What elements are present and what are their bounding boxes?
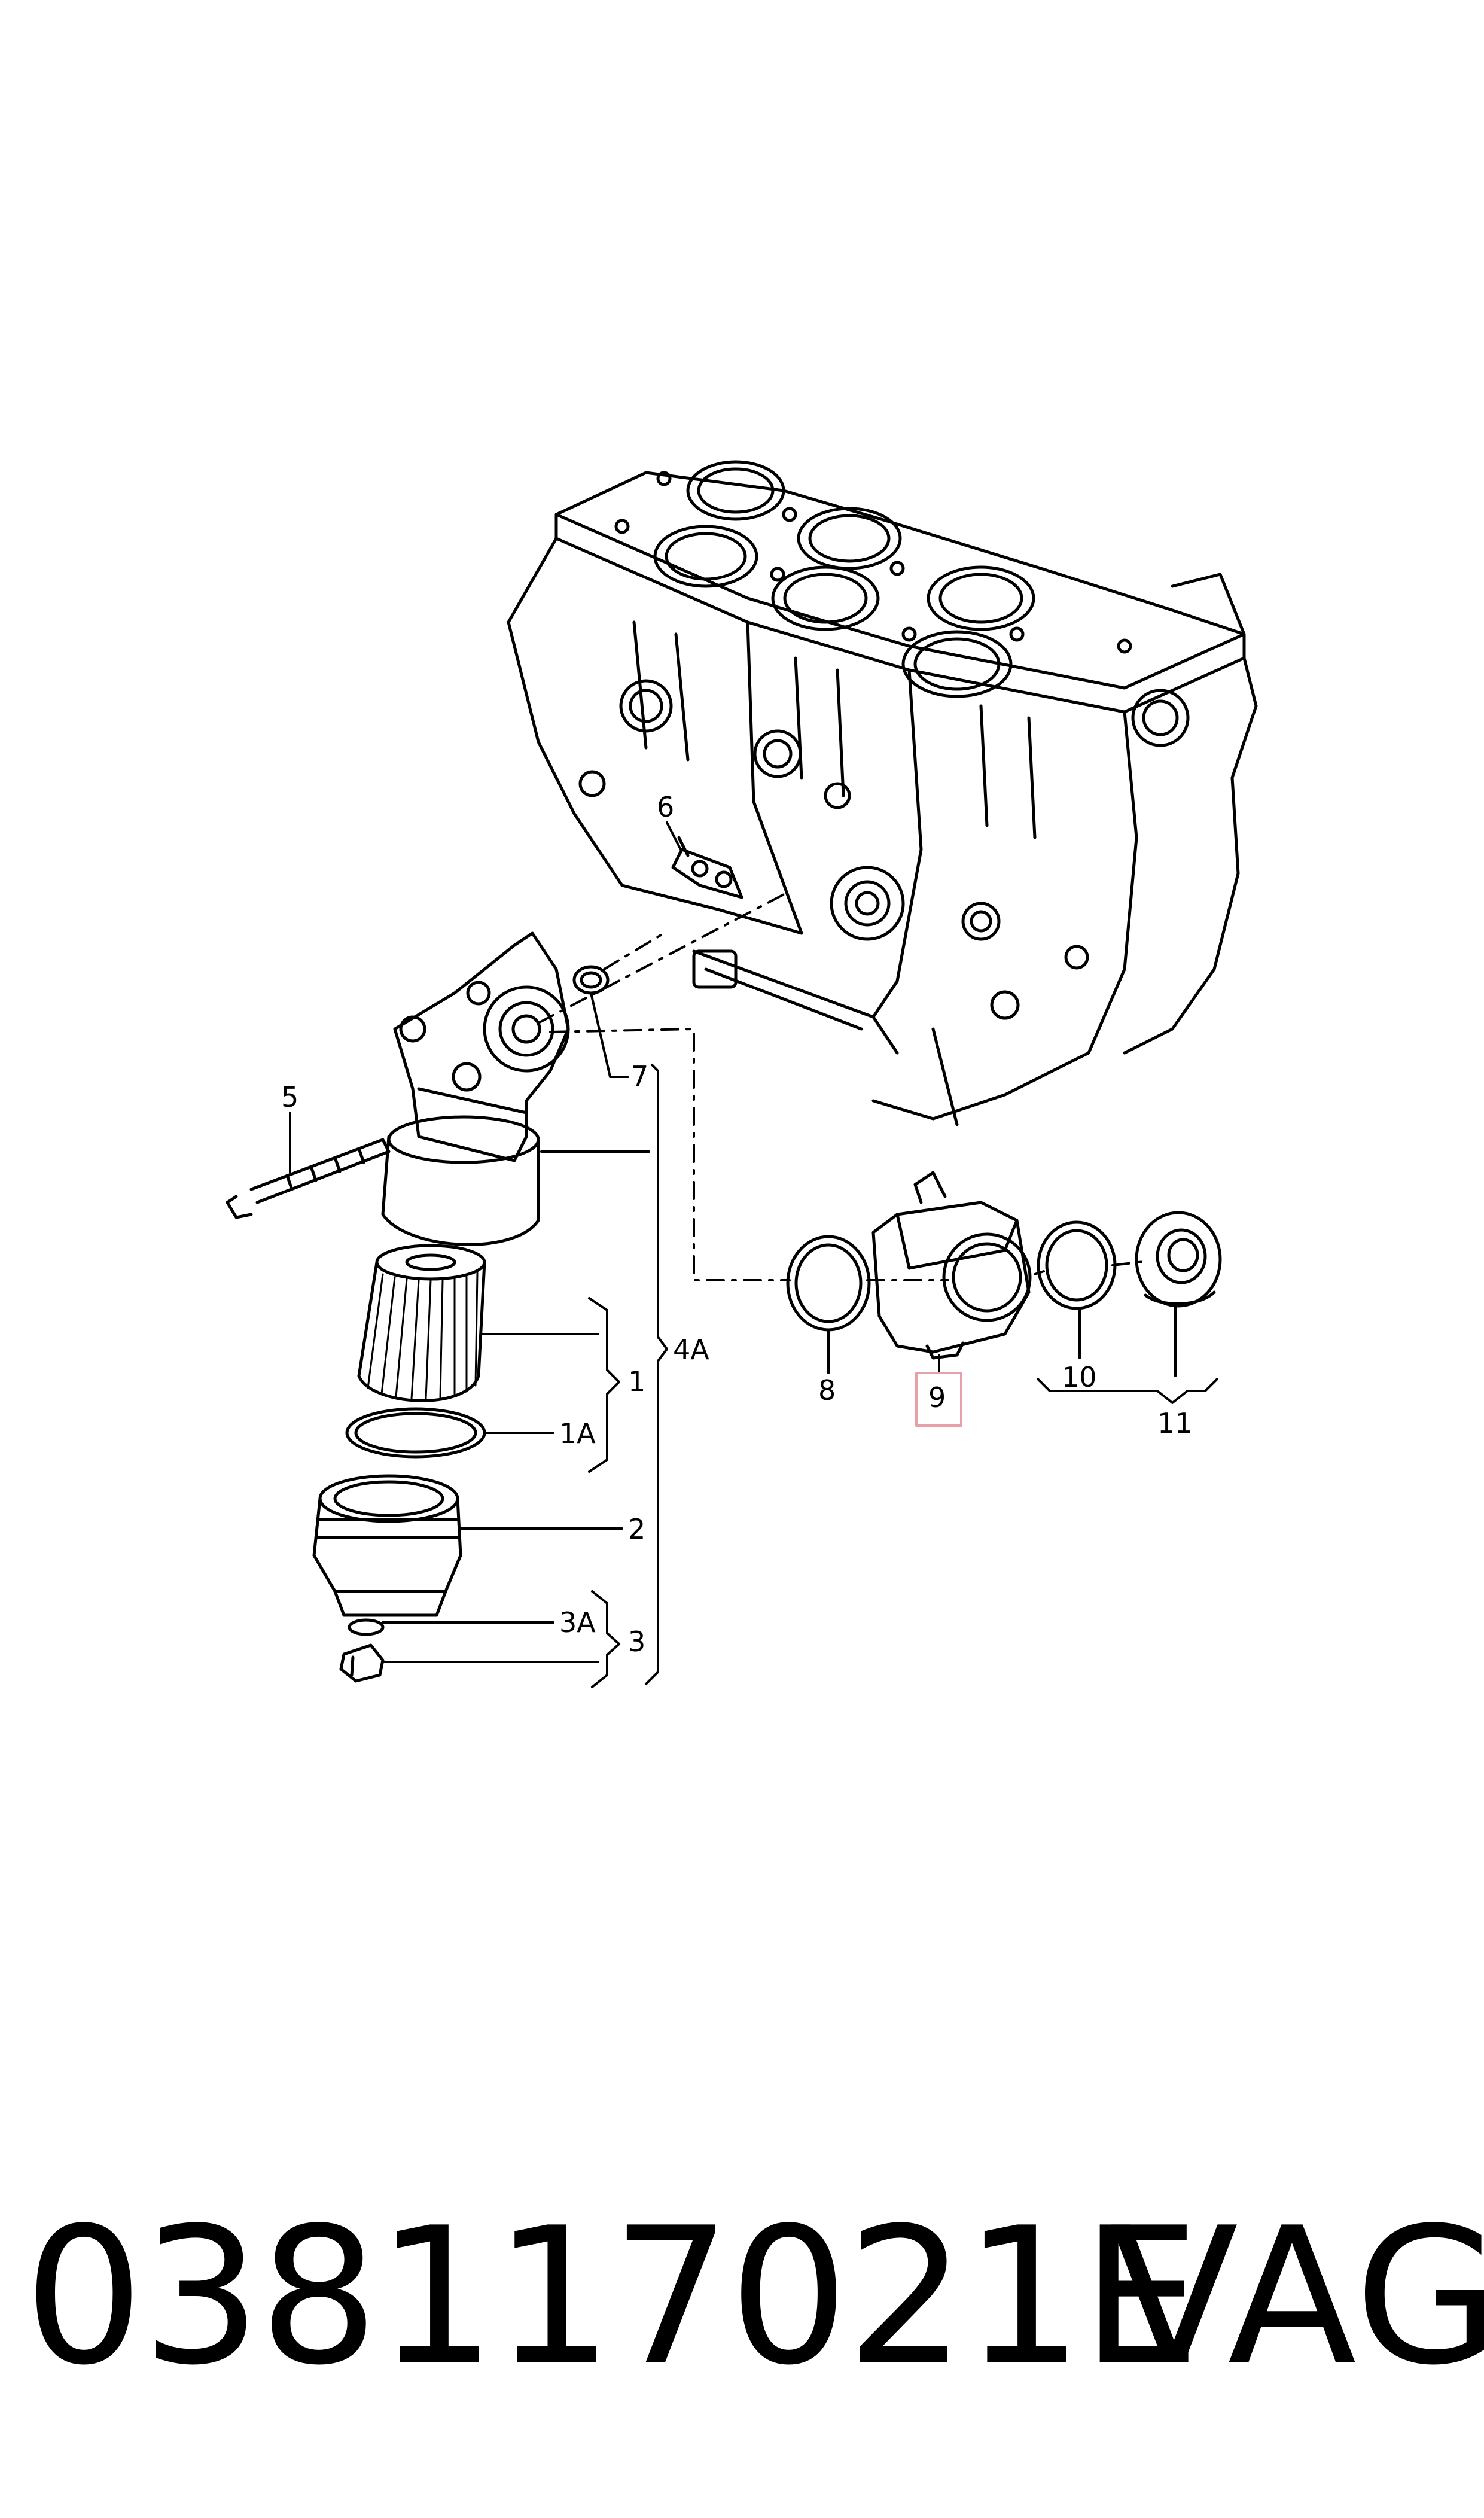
callout-6: 6 <box>657 791 674 823</box>
part-6-gasket <box>671 836 743 899</box>
part-9-highlight-box <box>915 1372 962 1427</box>
part-number: 038117021E <box>24 2188 1200 2407</box>
callout-labels: 5 6 7 4A 1 1A 2 3A 3 8 9 10 11 <box>281 791 1193 1658</box>
oil-filter-housing <box>381 931 570 1246</box>
callout-3a: 3A <box>559 1606 596 1639</box>
exploded-parts-diagram: 5 6 7 4A 1 1A 2 3A 3 8 9 10 11 <box>226 460 1258 1688</box>
callout-2: 2 <box>628 1513 645 1545</box>
part-2-filter-cap <box>312 1474 462 1617</box>
part-1a-seal-ring <box>345 1407 486 1459</box>
callout-11: 11 <box>1157 1407 1193 1439</box>
part-1-filter-element <box>357 1244 486 1402</box>
part-8-o-ring <box>786 1235 871 1332</box>
part-5-bolt <box>226 1138 391 1219</box>
part-11-cooler-cap <box>1135 1211 1222 1308</box>
part-3a-washer <box>348 1618 385 1636</box>
callout-7: 7 <box>631 1060 648 1092</box>
assembly-lines <box>537 890 1150 1281</box>
callout-1a: 1A <box>559 1417 596 1450</box>
engine-block <box>507 460 1258 1126</box>
callout-9: 9 <box>928 1381 946 1414</box>
callout-8: 8 <box>818 1374 836 1406</box>
leader-lines <box>289 821 1218 1688</box>
part-7-o-ring <box>572 965 610 995</box>
part-9-oil-cooler <box>871 1171 1032 1360</box>
brand-name: VAG <box>1110 2188 1484 2407</box>
callout-10: 10 <box>1062 1361 1097 1393</box>
part-number-footer: 038117021E VAG <box>0 2178 1484 2417</box>
part-10-o-ring <box>1037 1220 1117 1310</box>
part-3-drain-plug <box>339 1643 385 1683</box>
callout-5: 5 <box>281 1081 298 1113</box>
callout-4a: 4A <box>673 1333 709 1366</box>
callout-3: 3 <box>628 1625 645 1658</box>
callout-1: 1 <box>628 1365 645 1397</box>
